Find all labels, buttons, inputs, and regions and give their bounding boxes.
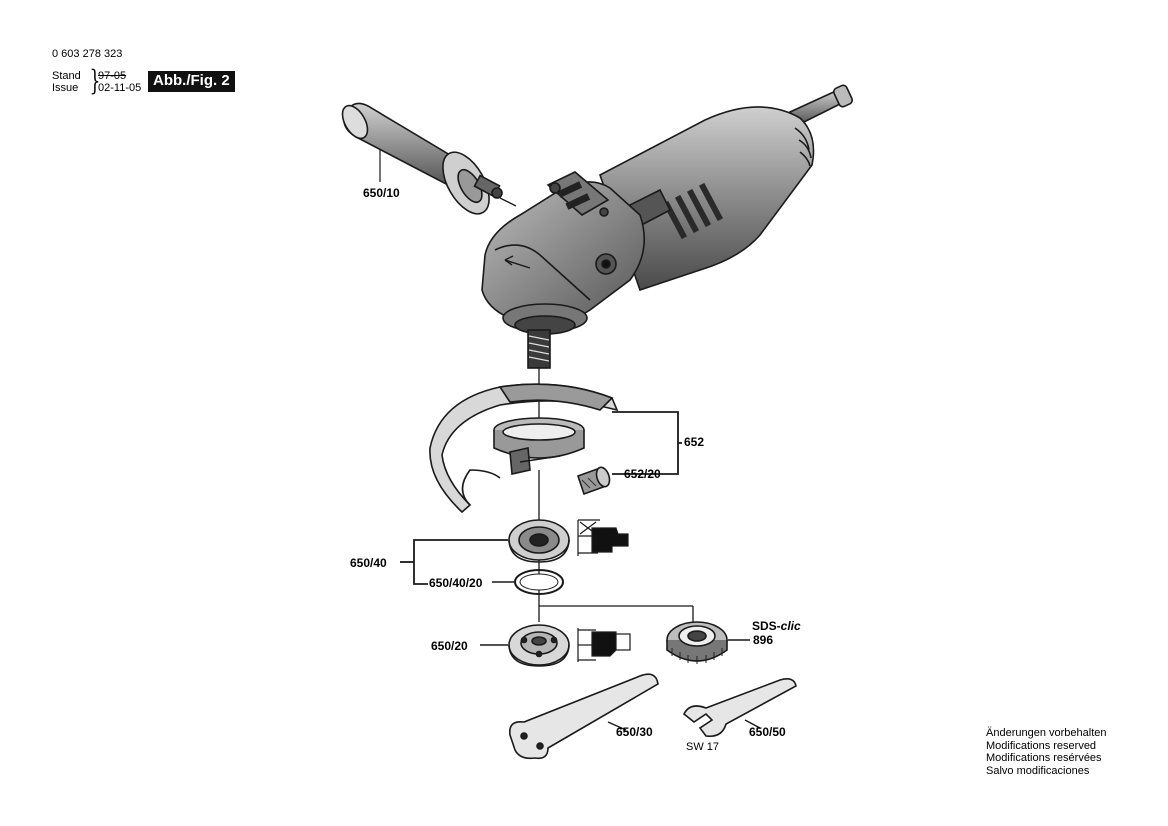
label-652: 652 [684, 435, 705, 449]
sds-clic-nut-896 [666, 621, 728, 664]
stand-label: Stand [52, 70, 81, 82]
note-de: Änderungen vorbehalten [986, 727, 1107, 739]
mounting-flange-650-40 [508, 519, 570, 563]
sds-suffix: clic [780, 619, 801, 633]
label-sds-clic: SDS-clic [752, 619, 801, 633]
label-650-40: 650/40 [350, 556, 387, 570]
modification-notes: Änderungen vorbehalten Modifications res… [986, 727, 1106, 777]
brace-icon: } [89, 64, 101, 97]
issue-date: 02-11-05 [98, 82, 142, 94]
open-spanner-650-50 [682, 678, 797, 738]
pin-spanner-650-30 [508, 673, 659, 760]
label-650-10: 650/10 [363, 186, 400, 200]
part-number: 0 603 278 323 [52, 48, 123, 60]
label-650-50: 650/50 [749, 725, 786, 739]
note-es: Salvo modificaciones [986, 764, 1090, 777]
o-ring-650-40-20 [514, 569, 564, 595]
label-650-30: 650/30 [616, 725, 653, 739]
label-652-20: 652/20 [624, 467, 661, 481]
grinder-body [481, 84, 854, 369]
label-sw-17: SW 17 [686, 741, 720, 753]
note-en: Modifications reserved [986, 739, 1097, 752]
label-650-40-20: 650/40/20 [429, 576, 483, 590]
flange-section-icon [577, 519, 629, 556]
figure-badge: Abb./Fig. 2 [148, 71, 235, 92]
note-fr: Modifications resérvées [986, 752, 1102, 764]
bracket-650-40 [400, 539, 508, 585]
wheel-guard-652 [429, 383, 619, 514]
label-896: 896 [753, 633, 774, 647]
bracket-652 [612, 411, 682, 475]
sds-prefix: SDS- [752, 619, 781, 633]
issue-label: Issue [52, 82, 79, 94]
stand-date-old: 97-05 [98, 70, 127, 82]
flange-650-20 [508, 624, 570, 667]
label-650-20: 650/20 [431, 639, 468, 653]
side-handle-650-10 [341, 102, 503, 215]
flange-20-section-icon [577, 628, 631, 662]
